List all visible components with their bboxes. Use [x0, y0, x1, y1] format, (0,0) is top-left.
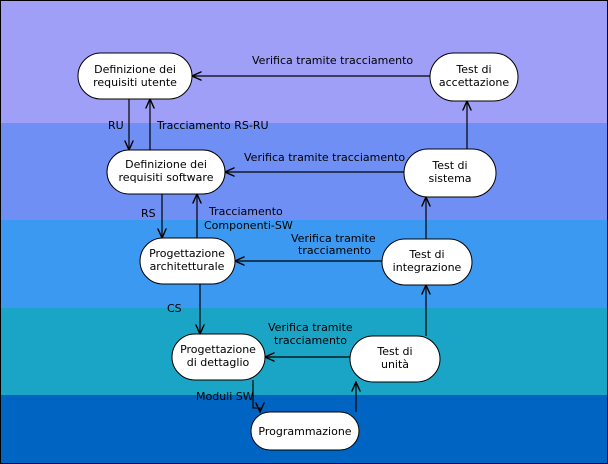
node-test-accettazione-line2: accettazione — [439, 76, 510, 89]
node-requisiti-utente-line1: Definizione dei — [94, 63, 176, 76]
node-test-unita: Test di unità — [349, 335, 441, 383]
label-tracciamento-comp-2: Componenti-SW — [204, 219, 293, 232]
node-requisiti-utente: Definizione dei requisiti utente — [77, 52, 193, 100]
label-verifica-arch-1: Verifica tramite — [291, 232, 376, 245]
label-rs: RS — [141, 207, 156, 220]
node-test-accettazione-line1: Test di — [455, 63, 491, 76]
label-verifica-det-2: tracciamento — [274, 334, 347, 347]
node-test-accettazione: Test di accettazione — [429, 52, 519, 102]
band-4 — [0, 308, 608, 395]
node-progettazione-dettaglio-line2: di dettaglio — [187, 356, 250, 369]
node-progettazione-architetturale: Progettazione architetturale — [139, 237, 236, 285]
label-verifica-det-1: Verifica tramite — [268, 321, 353, 334]
node-test-sistema-line1: Test di — [431, 159, 467, 172]
node-test-integrazione-line1: Test di — [408, 248, 444, 261]
label-cs: CS — [167, 302, 182, 315]
label-moduli-sw: Moduli SW — [196, 390, 254, 403]
node-progettazione-architetturale-line2: architetturale — [150, 260, 225, 273]
node-test-unita-line2: unità — [381, 358, 409, 371]
label-tracciamento-rs-ru: Tracciamento RS-RU — [156, 119, 269, 132]
band-3 — [0, 220, 608, 308]
node-test-sistema: Test di sistema — [403, 148, 497, 198]
node-programmazione-line1: Programmazione — [258, 425, 351, 438]
label-verifica-rs: Verifica tramite tracciamento — [244, 151, 405, 164]
node-requisiti-software-line1: Definizione dei — [125, 158, 207, 171]
node-progettazione-architetturale-line1: Progettazione — [149, 247, 225, 260]
node-requisiti-utente-line2: requisiti utente — [93, 76, 177, 89]
node-requisiti-software: Definizione dei requisiti software — [106, 149, 226, 195]
node-test-integrazione: Test di integrazione — [381, 238, 473, 286]
arrow-moduli-sw — [252, 380, 260, 412]
label-verifica-arch-2: tracciamento — [298, 244, 371, 257]
label-tracciamento-comp-1: Tracciamento — [208, 205, 283, 218]
node-test-integrazione-line2: integrazione — [393, 261, 462, 274]
node-test-sistema-line2: sistema — [428, 172, 471, 185]
node-programmazione: Programmazione — [250, 411, 360, 451]
node-requisiti-software-line2: requisiti software — [119, 171, 214, 184]
label-verifica-ru: Verifica tramite tracciamento — [252, 54, 413, 67]
node-progettazione-dettaglio-line1: Progettazione — [180, 343, 256, 356]
node-progettazione-dettaglio: Progettazione di dettaglio — [171, 333, 266, 381]
node-test-unita-line1: Test di — [376, 345, 412, 358]
label-ru: RU — [108, 119, 124, 132]
